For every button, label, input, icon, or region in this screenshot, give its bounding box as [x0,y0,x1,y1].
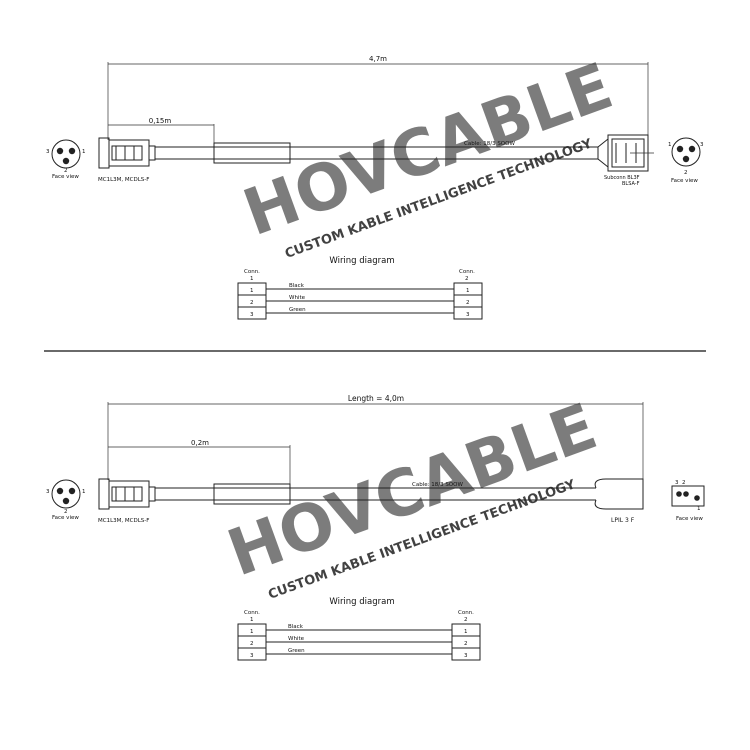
right-connector-label-line1: Subconn BL3F [604,175,640,181]
pin-label: 3 [46,149,50,155]
face-view-label: Face view [52,174,79,180]
bottom-cable-drawing: Length = 4,0m 0,2m 3 1 2 Face view MC1L3… [46,394,705,524]
face-view-label: Face view [671,178,698,184]
left-connector: MC1L3M, MCDLS-F [98,478,156,524]
bottom-wiring-diagram: Wiring diagram Conn. 1 Conn. 2 1 2 3 1 2… [237,597,481,661]
face-view-label: Face view [676,516,703,522]
conn-left-number: 1 [250,276,254,282]
pin-label: 1 [668,142,672,148]
total-length-label: Length = 4,0m [348,394,404,403]
right-connector: Subconn BL3F BLSA-F [597,134,654,187]
total-length-label: 4,7m [369,55,387,63]
conn-right-label: Conn. [458,610,474,616]
segment-length-label: 0,15m [149,117,172,125]
pin-label: 2 [682,480,686,486]
pin-label: 3 [675,480,679,486]
wire-color-label: White [289,295,306,301]
left-connector: MC1L3M, MCDLS-F [98,137,156,183]
cable-label: Cable: 18/3 SOOW [464,141,515,147]
pin-label: 3 [46,489,50,495]
conn-left-number: 1 [250,617,254,623]
wire-color-label: Black [289,283,305,289]
pin-number: 3 [250,653,254,659]
right-connector-label: LPIL 3 F [611,517,635,524]
conn-right-label: Conn. [459,269,475,275]
cable-label: Cable: 18/3 SOOW [412,482,463,488]
right-connector-label-line2: BLSA-F [622,181,640,187]
overmold-sleeve [213,142,291,164]
overmold-sleeve [213,483,291,505]
wiring-diagram-title: Wiring diagram [329,597,394,607]
face-view-label: Face view [52,515,79,521]
conn-right-number: 2 [465,276,469,282]
left-face-view: 3 1 2 Face view [46,139,86,180]
left-face-view: 3 1 2 Face view [46,479,86,521]
pin-number: 1 [464,629,468,635]
pin-label: 1 [697,506,701,512]
pin-label: 2 [64,168,68,174]
wire-color-label: White [288,636,305,642]
wire-color-label: Green [289,307,306,313]
conn-left-label: Conn. [244,610,260,616]
pin-number: 1 [466,288,470,294]
pin-label: 1 [82,149,86,155]
watermark-top: HOVCABLE CUSTOM KABLE INTELLIGENCE TECHN… [234,50,622,262]
top-cable-drawing: 4,7m 0,15m 3 1 2 Face view MC1L3M, MCDLS… [46,55,704,187]
pin-number: 3 [466,312,470,318]
pin-label: 3 [700,142,704,148]
right-face-view: 1 3 2 Face view [668,137,704,184]
pin-number: 2 [250,641,254,647]
pin-number: 2 [464,641,468,647]
pin-number: 2 [466,300,470,306]
top-wiring-diagram: Wiring diagram Conn. 1 Conn. 2 1 2 3 1 2… [237,256,483,320]
pin-number: 3 [464,653,468,659]
pin-number: 2 [250,300,254,306]
pin-number: 1 [250,288,254,294]
segment-length-label: 0,2m [191,439,209,447]
left-connector-label: MC1L3M, MCDLS-F [98,177,149,183]
conn-right-number: 2 [464,617,468,623]
pin-label: 2 [684,170,688,176]
pin-number: 3 [250,312,254,318]
right-face-view: 3 2 1 Face view [671,480,705,522]
pin-label: 2 [64,509,68,515]
wiring-diagram-title: Wiring diagram [329,256,394,266]
pin-number: 1 [250,629,254,635]
conn-left-label: Conn. [244,269,260,275]
right-connector: LPIL 3 F [594,478,644,524]
left-connector-label: MC1L3M, MCDLS-F [98,518,149,524]
pin-label: 1 [82,489,86,495]
wire-color-label: Green [288,648,305,654]
wire-color-label: Black [288,624,304,630]
